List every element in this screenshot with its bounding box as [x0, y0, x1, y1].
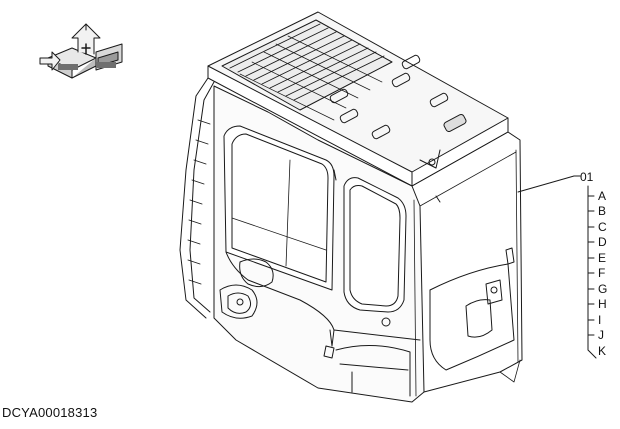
front-orientation-arrow-icon: [39, 23, 123, 79]
variant-letter: G: [598, 282, 607, 296]
variant-letter: J: [598, 328, 604, 342]
cab-body: [179, 11, 523, 403]
variant-letter: A: [598, 189, 606, 203]
variant-list: A B C D E F G H I J K: [598, 189, 607, 358]
variant-letter: K: [598, 344, 606, 358]
variant-letter: B: [598, 204, 606, 218]
variant-bracket: [587, 185, 597, 359]
variant-letter: I: [598, 313, 601, 327]
variant-letter: E: [598, 251, 606, 265]
variant-letter: F: [598, 266, 605, 280]
variant-letter: C: [598, 220, 607, 234]
variant-letter: D: [598, 235, 607, 249]
callout-leader: [517, 175, 581, 193]
figure-code: DCYA00018313: [2, 405, 98, 420]
callout-number: 01: [580, 170, 594, 184]
variant-letter: H: [598, 297, 607, 311]
